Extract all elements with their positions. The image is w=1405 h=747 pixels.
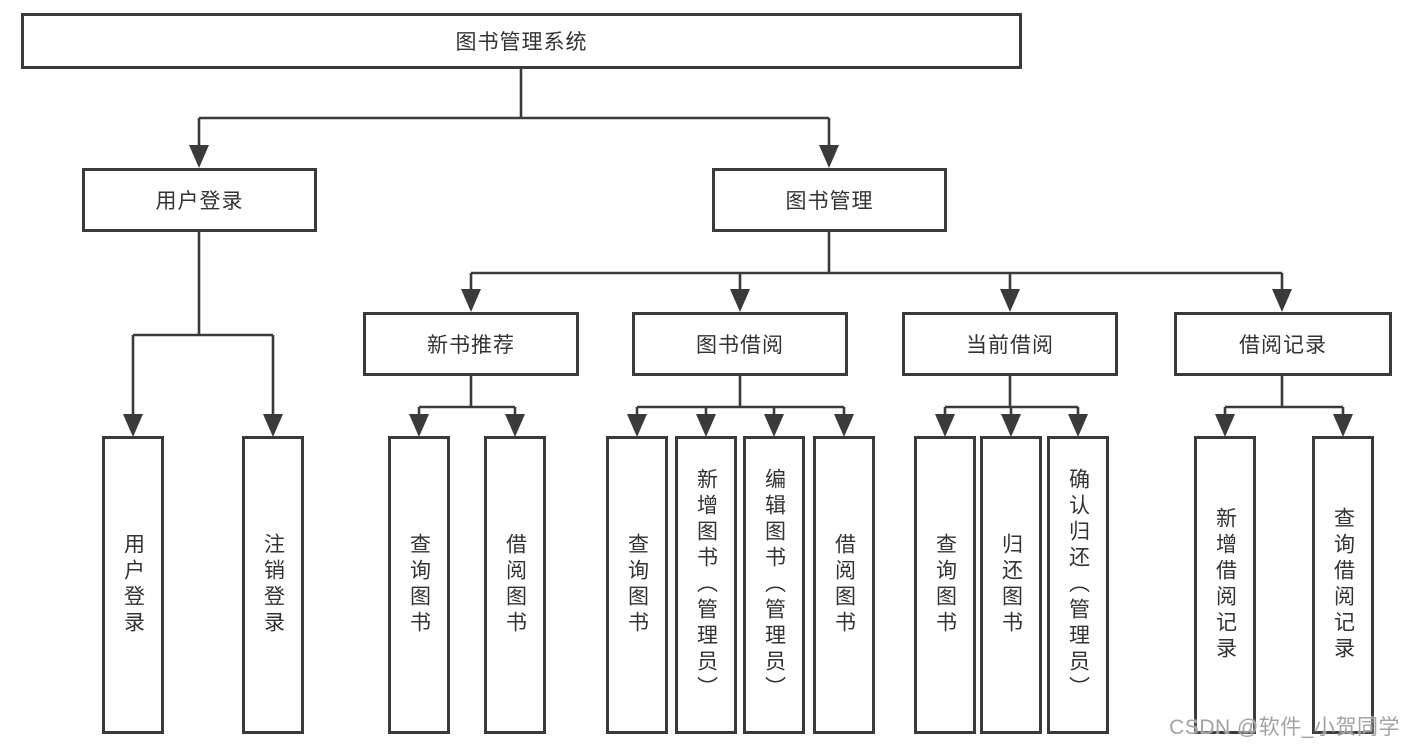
leaf-current-confirm-return-admin-label: 确认归还（管理员）	[1066, 468, 1090, 702]
leaf-borrow-add-books-admin-label: 新增图书（管理员）	[694, 468, 718, 702]
leaf-borrow-query-books-label: 查询图书	[625, 533, 649, 637]
node-borrow-records-label: 借阅记录	[1239, 334, 1327, 357]
leaf-newbook-borrow-books: 借阅图书	[484, 436, 546, 734]
node-new-book-recommend-label: 新书推荐	[427, 334, 515, 357]
leaf-records-query-record-label: 查询借阅记录	[1331, 507, 1355, 663]
node-book-management-label: 图书管理	[785, 190, 874, 213]
node-current-borrow: 当前借阅	[902, 312, 1118, 376]
leaf-newbook-query-books: 查询图书	[388, 436, 450, 734]
node-user-login-label: 用户登录	[155, 190, 244, 213]
leaf-current-query-books: 查询图书	[914, 436, 976, 734]
csdn-watermark: CSDN @软件_小贺同学	[1169, 716, 1400, 739]
leaf-records-query-record: 查询借阅记录	[1312, 436, 1374, 734]
leaf-user-login: 用户登录	[102, 436, 164, 734]
leaf-newbook-borrow-books-label: 借阅图书	[503, 533, 527, 637]
node-user-login: 用户登录	[82, 168, 317, 232]
leaf-logout: 注销登录	[242, 436, 304, 734]
leaf-borrow-borrow-books: 借阅图书	[813, 436, 875, 734]
leaf-logout-label: 注销登录	[261, 533, 285, 637]
leaf-newbook-query-books-label: 查询图书	[407, 533, 431, 637]
leaf-borrow-query-books: 查询图书	[606, 436, 668, 734]
leaf-current-return-books-label: 归还图书	[999, 533, 1023, 637]
node-new-book-recommend: 新书推荐	[363, 312, 579, 376]
leaf-records-add-record-label: 新增借阅记录	[1213, 507, 1237, 663]
leaf-current-confirm-return-admin: 确认归还（管理员）	[1047, 436, 1109, 734]
leaf-borrow-edit-books-admin-label: 编辑图书（管理员）	[762, 468, 786, 702]
node-book-borrow-label: 图书借阅	[696, 334, 784, 357]
leaf-current-return-books: 归还图书	[980, 436, 1042, 734]
node-book-management: 图书管理	[712, 168, 947, 232]
arrowheads	[123, 145, 1353, 437]
leaf-user-login-label: 用户登录	[121, 533, 145, 637]
node-root-system: 图书管理系统	[21, 13, 1022, 69]
node-current-borrow-label: 当前借阅	[966, 334, 1054, 357]
connector-paths	[131, 69, 1345, 415]
leaf-borrow-edit-books-admin: 编辑图书（管理员）	[743, 436, 805, 734]
node-borrow-records: 借阅记录	[1174, 312, 1392, 376]
leaf-borrow-add-books-admin: 新增图书（管理员）	[675, 436, 737, 734]
leaf-borrow-borrow-books-label: 借阅图书	[832, 533, 856, 637]
leaf-records-add-record: 新增借阅记录	[1194, 436, 1256, 734]
node-root-label: 图书管理系统	[455, 31, 588, 54]
node-book-borrow: 图书借阅	[632, 312, 848, 376]
leaf-current-query-books-label: 查询图书	[933, 533, 957, 637]
